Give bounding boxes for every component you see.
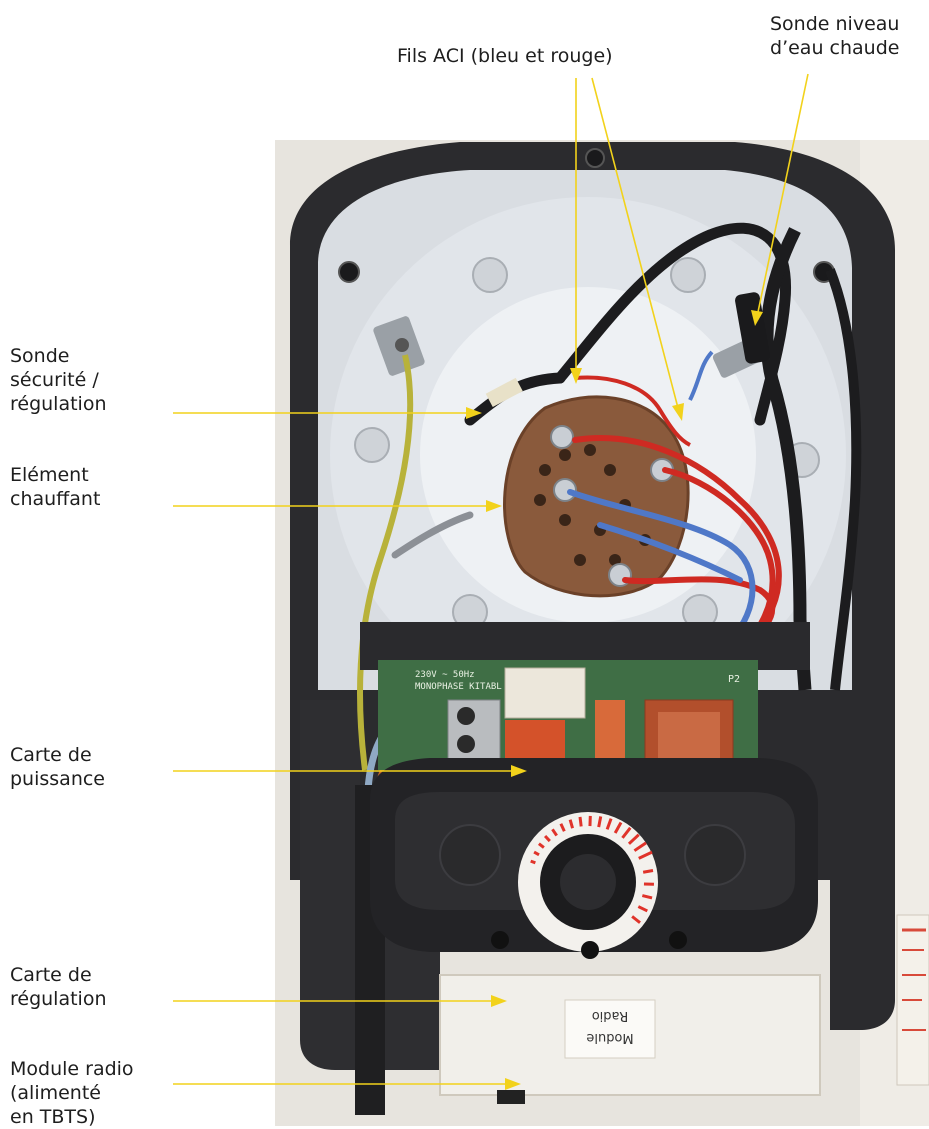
- frame-screw: [339, 262, 359, 282]
- element-terminal: [551, 426, 573, 448]
- dial-tick: [580, 817, 581, 826]
- radio-connector: [497, 1090, 525, 1104]
- dial-tick: [643, 871, 653, 873]
- label-carte-regulation: Carte de régulation: [10, 963, 107, 1011]
- board-model-text: MONOPHASE KITABL: [415, 682, 502, 692]
- flange-nut: [473, 258, 507, 292]
- label-element-chauffant: Elément chauffant: [10, 463, 100, 511]
- flange-nut: [671, 258, 705, 292]
- indicator-left: [440, 825, 500, 885]
- module-label-line1: Module: [586, 1030, 633, 1045]
- label-carte-puissance: Carte de puissance: [10, 743, 105, 791]
- frame-screw: [586, 149, 604, 167]
- label-module-radio: Module radio (alimenté en TBTS): [10, 1057, 134, 1129]
- dial-tick: [531, 861, 536, 863]
- label-sonde-securite: Sonde sécurité / régulation: [10, 344, 107, 416]
- board-voltage-text: 230V ~ 50Hz: [415, 670, 475, 680]
- label-fils-aci: Fils ACI (bleu et rouge): [397, 44, 613, 68]
- label-sonde-niveau: Sonde niveau d’eau chaude: [770, 12, 899, 60]
- board-connector: [505, 668, 585, 718]
- dial-tick: [599, 816, 601, 827]
- module-label-line2: Radio: [592, 1008, 629, 1023]
- indicator-right: [685, 825, 745, 885]
- flange-nut: [355, 428, 389, 462]
- heating-element-plate: [505, 397, 689, 596]
- board-p2-text: P2: [728, 674, 740, 685]
- terminal-block: [448, 700, 500, 760]
